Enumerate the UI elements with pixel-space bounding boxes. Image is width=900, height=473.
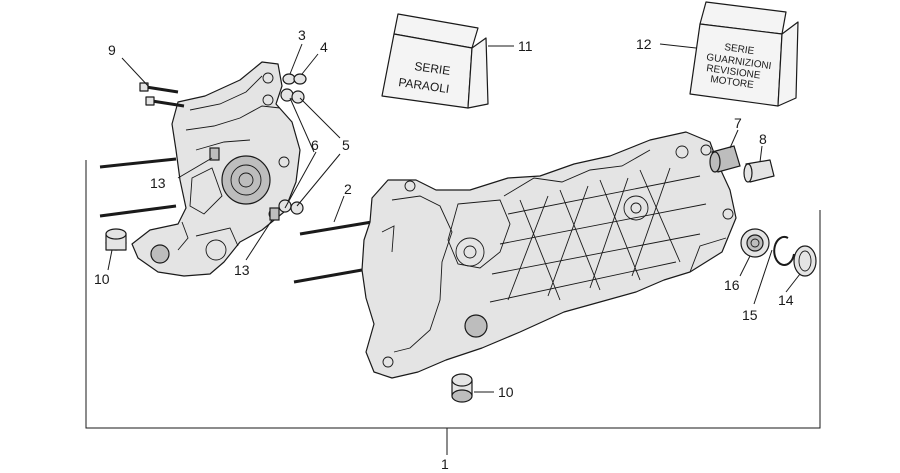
spacer-sleeve xyxy=(743,159,775,183)
assembly-bracket xyxy=(85,160,821,455)
callout-8: 8 xyxy=(759,131,767,147)
dowel-pins xyxy=(209,147,280,221)
callout-3: 3 xyxy=(298,27,306,43)
seal-washers xyxy=(278,73,307,215)
callout-13-lower: 13 xyxy=(234,262,250,278)
circlip xyxy=(773,235,795,266)
callout-2: 2 xyxy=(344,181,352,197)
ball-bearing xyxy=(740,228,770,258)
callout-13-upper: 13 xyxy=(150,175,166,191)
roller-bushing xyxy=(709,145,741,173)
oil-seal-kit-line-1: SERIE xyxy=(414,59,452,78)
rib-lattice xyxy=(489,167,707,303)
callout-9: 9 xyxy=(108,42,116,58)
callout-16: 16 xyxy=(724,277,740,293)
callout-14: 14 xyxy=(778,292,794,308)
bushing-left xyxy=(105,228,127,251)
bushing-bottom xyxy=(451,373,473,403)
callout-7: 7 xyxy=(734,115,742,131)
callout-15: 15 xyxy=(742,307,758,323)
oil-seal-kit-bag: SERIE PARAOLI xyxy=(381,13,489,109)
callout-4: 4 xyxy=(320,39,328,55)
callout-numbers: 1 2 3 4 5 6 7 8 9 10 10 11 12 13 13 14 1… xyxy=(94,27,794,472)
callout-1: 1 xyxy=(441,456,449,472)
bolt-pair xyxy=(139,82,185,108)
callout-5: 5 xyxy=(342,137,350,153)
gasket-kit-bag: SERIE GUARNIZIONI REVISIONE MOTORE xyxy=(689,1,799,107)
stud-bolts xyxy=(99,157,373,284)
callout-10-bottom: 10 xyxy=(498,384,514,400)
leader-lines xyxy=(107,43,801,393)
oil-seal-ring xyxy=(793,245,817,277)
callout-12: 12 xyxy=(636,36,652,52)
left-crankcase-half xyxy=(131,61,301,277)
main-crankcase-half xyxy=(361,131,737,379)
callout-11: 11 xyxy=(518,38,533,54)
callout-6: 6 xyxy=(311,137,319,153)
gasket-kit-line-1: SERIE xyxy=(724,42,756,57)
callout-10-left: 10 xyxy=(94,271,110,287)
